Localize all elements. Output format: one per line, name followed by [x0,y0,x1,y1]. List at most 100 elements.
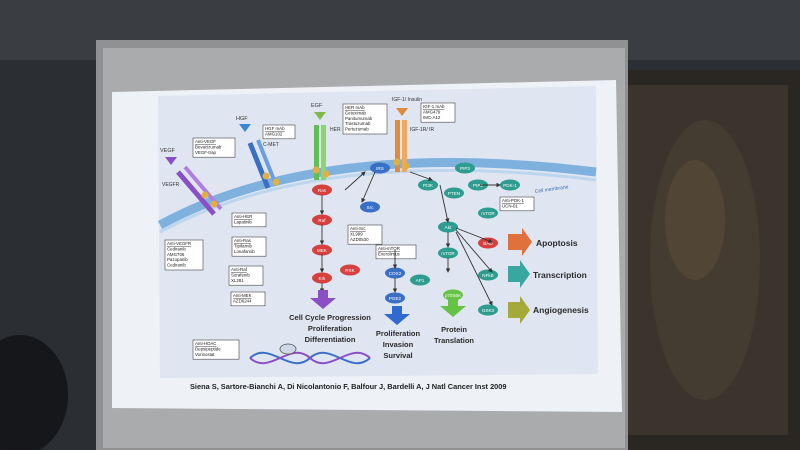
inhibitor-line: Lonafarnib [234,249,255,254]
node-nfkb: NFkB [478,269,498,281]
node-p70s6k: p70S6K [443,289,463,301]
inhibitor-line: Trastuzumab [345,121,371,126]
node-label: PI3K [423,183,434,188]
inhibitor-box-her-mab: HER mAbCetuximabPanitumumabTrastuzumabPe… [342,103,388,135]
outcome-proliferation: Proliferation Invasion Survival [376,329,421,360]
inhibitor-line: AMG102 [265,131,283,136]
inhibitor-line: Bevacizumab [195,144,222,149]
ligand-vegf: VEGF [160,148,176,154]
inhibitor-line: Anti-MEK [233,293,252,298]
node-label: Raf [318,218,326,223]
node-pip3: PIP3 [455,162,475,174]
inhibitor-line: Everolimus [378,251,401,256]
outcome-apoptosis: Apoptosis [536,238,578,248]
node-label: IRS [376,166,384,171]
inhibitor-line: Anti-VEGFR [167,241,191,246]
node-label: Erk [319,276,327,281]
node-label: RSK [345,268,355,273]
node-akt: Akt [438,221,458,233]
node-ras: Ras [312,184,332,196]
inhibitor-line: Panitumumab [345,116,373,121]
inhibitor-line: Cetuximab [345,110,367,115]
inhibitor-line: Lapatinib [234,219,252,224]
receptor-her: HER [330,127,341,133]
outcome-arrows [310,228,532,325]
hgf-ligand-icon [239,124,251,132]
inhibitor-line: IMC-A12 [423,115,441,120]
svg-text:Cell Cycle Progression: Cell Cycle Progression [289,313,371,322]
ligand-igf: IGF-1/ Insulin [392,97,422,103]
vegf-ligand-icon [165,157,177,165]
inhibitor-line: Anti-Ras [234,238,252,243]
node-cox2: COX2 [385,267,405,279]
node-label: GSK3 [482,308,495,313]
node-pge2: PGE2 [385,292,405,304]
inhibitor-line: Pertuzumab [345,127,369,132]
inhibitor-line: XL281 [231,278,244,283]
inhibitor-line: HGF mAb [265,126,285,131]
inhibitor-line: Cediranib [167,263,186,268]
inhibitor-line: HER mAb [345,105,365,110]
inhibitor-line: Tipifarnib [234,243,252,248]
outcome-cell-cycle: Cell Cycle Progression Proliferation Dif… [289,313,371,344]
cell-cycle-arrow [310,290,336,309]
inhibitor-line: AMG706 [167,252,185,257]
inhibitor-line: XL999 [350,231,363,236]
apoptosis-arrow [508,228,532,256]
protein-arrow [440,298,466,317]
node-irs: IRS [370,162,390,174]
node-gsk3: GSK3 [478,304,498,316]
inhibitor-line: Sorafenib [231,272,250,277]
proliferation-arrow [384,306,410,325]
angiogenesis-arrow [508,296,530,324]
inhibitor-line: Anti-Src [350,226,366,231]
node-label: PGE2 [389,296,402,301]
node-label: NFkB [482,273,493,278]
node-mtor2: mTOR [438,247,458,259]
inhibitor-line: Anti-VEGF [195,139,216,144]
outcome-protein: Protein Translation [434,325,474,345]
svg-text:Translation: Translation [434,336,474,345]
inhibitor-line: UCN-01 [502,203,518,208]
receptor-cmet: C-MET [263,142,279,148]
membrane-label: Cell membrane [534,184,569,195]
node-label: Src [367,205,375,210]
svg-text:Survival: Survival [383,351,412,360]
node-label: PTEN [448,191,460,196]
igf1r-receptor [393,120,410,172]
node-label: PDK-1 [503,183,517,188]
igf-ligand-icon [396,108,408,116]
inhibitor-line: Pazopanib [167,257,188,262]
node-rsk: RSK [340,264,360,276]
outcome-angiogenesis: Angiogenesis [533,305,589,315]
inhibitor-line: VEGF-trap [195,150,217,155]
ligand-hgf: HGF [236,116,248,122]
node-ap1: AP1 [410,274,430,286]
node-src: Src [360,201,380,213]
node-pip2: PIP2 [468,179,488,191]
node-label: MEK [317,248,328,253]
outcome-transcription: Transcription [533,270,587,280]
inhibitor-line: AZD0530 [350,237,369,242]
inhibitor-line: Anti-Raf [231,267,248,272]
receptor-vegfr: VEGFR [162,182,180,188]
node-mek: MEK [312,244,332,256]
inhibitor-line: Anti-HDAC [195,341,216,346]
inhibitor-line: Vorinostat [195,352,215,357]
receptor-igf1r: IGF-1R/ IR [410,127,435,133]
pathway-arrows [319,171,501,306]
audience-silhouette [0,335,68,450]
node-label: COX2 [389,271,402,276]
inhibitor-line: IGF-1 mAb [423,104,445,109]
svg-text:Proliferation: Proliferation [376,329,421,338]
her-receptor [312,125,330,180]
